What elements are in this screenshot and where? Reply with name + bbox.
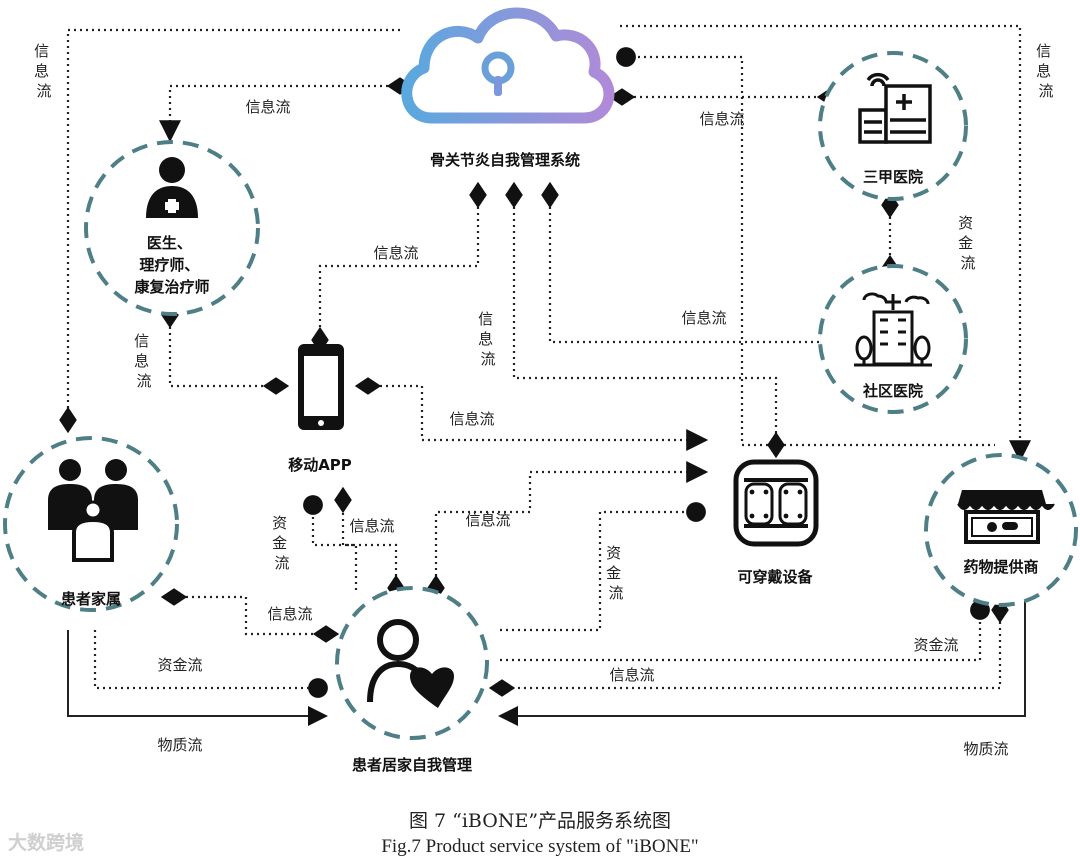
patient-label: 患者居家自我管理 [352, 756, 472, 774]
label-left-info-vertical: 信 息 流 [34, 42, 54, 100]
wearable-node: 可穿戴设备 [733, 459, 819, 586]
flow-cloud-pharma [620, 24, 1031, 463]
flow-pharma-patient-material [498, 600, 1026, 726]
hospital-building-icon [858, 72, 932, 144]
clinic-building-icon [854, 292, 932, 367]
flow-cloud-wearable [505, 181, 785, 459]
svg-text:医生、 理疗师、 康复治疗师: 医生、 理疗师、 康复治疗师 [134, 234, 209, 296]
patient-node: 患者居家自我管理 [335, 586, 489, 774]
watermark: 大数跨境 [8, 832, 85, 854]
label-family-patient-info: 信息流 [267, 605, 312, 623]
pharmacy-store-icon [957, 490, 1055, 544]
label-hospital-community-fund: 资 金 流 [958, 214, 978, 272]
person-heart-icon [367, 619, 454, 708]
label-family-patient-material: 物质流 [157, 736, 202, 754]
phone-icon [298, 344, 344, 430]
flow-family-patient-fund [93, 630, 328, 698]
lock-icon [481, 51, 515, 96]
label-cloud-hospital: 信息流 [699, 110, 744, 128]
flow-patient-wearable-2 [500, 502, 706, 632]
doctors-line-1: 医生、 [147, 234, 192, 252]
caption-english: Fig.7 Product service system of "iBONE" [381, 836, 699, 857]
cloud-system-node: 骨关节炎自我管理系统 [401, 7, 615, 169]
flow-cloud-doctors [159, 77, 414, 143]
doctor-icon [146, 157, 198, 218]
hospital-label: 三甲医院 [863, 168, 923, 186]
label-pharma-patient-material: 物质流 [963, 740, 1008, 758]
flow-family-patient-info [160, 588, 340, 643]
connectors [59, 24, 1031, 726]
pharma-node: 药物提供商 [924, 453, 1078, 607]
flow-cloud-community [541, 181, 843, 353]
label-cloud-app: 信息流 [373, 244, 418, 262]
app-label: 移动APP [288, 456, 352, 474]
app-node: 移动APP [288, 344, 352, 474]
label-app-wearable: 信息流 [449, 410, 494, 428]
flow-cloud-pharma-inner [616, 47, 995, 447]
service-system-diagram: 骨关节炎自我管理系统 医生、 理疗师、 康复治疗师 三甲医院 [3, 7, 1078, 774]
family-label: 患者家属 [61, 590, 121, 608]
flow-doctors-app [161, 301, 290, 395]
flow-family-patient-material [67, 630, 328, 726]
flow-labels: 信 息 流 信 息 流 信息流 信息流 资 金 流 信息流 信息流 信 息 流 … [34, 42, 1056, 758]
flow-pharma-patient-info [488, 596, 1009, 697]
patient-ring [335, 586, 489, 740]
doctors-line-3: 康复治疗师 [134, 278, 209, 296]
label-right-info-vertical: 信 息 流 [1036, 42, 1056, 100]
tertiary-hospital-node: 三甲医院 [818, 51, 968, 201]
doctors-node: 医生、 理疗师、 康复治疗师 [84, 140, 260, 316]
flow-patient-wearable-1 [427, 461, 709, 602]
label-patient-wearable-fund-vertical: 资 金 流 [606, 544, 626, 602]
flow-patient-pharma-fund [500, 600, 990, 662]
doctors-ring [84, 140, 260, 316]
wearable-label: 可穿戴设备 [737, 568, 813, 586]
flow-patient-app [334, 486, 405, 602]
family-node: 患者家属 [3, 436, 179, 612]
system-label: 骨关节炎自我管理系统 [430, 151, 580, 169]
label-patient-pharma-fund: 资金流 [913, 636, 958, 654]
label-cloud-wearable-vertical: 信 息 流 [478, 310, 498, 368]
community-hospital-node: 社区医院 [818, 264, 968, 414]
label-pharma-patient-info: 信息流 [609, 666, 654, 684]
cloud-icon [401, 7, 615, 124]
label-doctors-app-vertical: 信 息 流 [134, 332, 154, 390]
label-patient-app-fund-vertical: 资 金 流 [272, 514, 292, 572]
label-patient-app: 信息流 [349, 517, 394, 535]
caption-chinese: 图 7 “iBONE”产品服务系统图 [408, 810, 672, 832]
label-patient-wearable: 信息流 [465, 511, 510, 529]
pharma-label: 药物提供商 [963, 558, 1038, 576]
family-icon [48, 459, 138, 562]
doctors-line-2: 理疗师、 [139, 256, 199, 274]
flow-app-wearable [354, 377, 709, 451]
label-cloud-doctors: 信息流 [245, 98, 290, 116]
community-label: 社区医院 [862, 382, 923, 400]
flow-cloud-family [59, 28, 400, 434]
flow-patient-app-fund [303, 495, 358, 590]
label-family-patient-fund: 资金流 [157, 656, 202, 674]
knee-brace-icon [733, 459, 819, 547]
label-cloud-community: 信息流 [681, 309, 726, 327]
flow-cloud-app [311, 181, 487, 354]
